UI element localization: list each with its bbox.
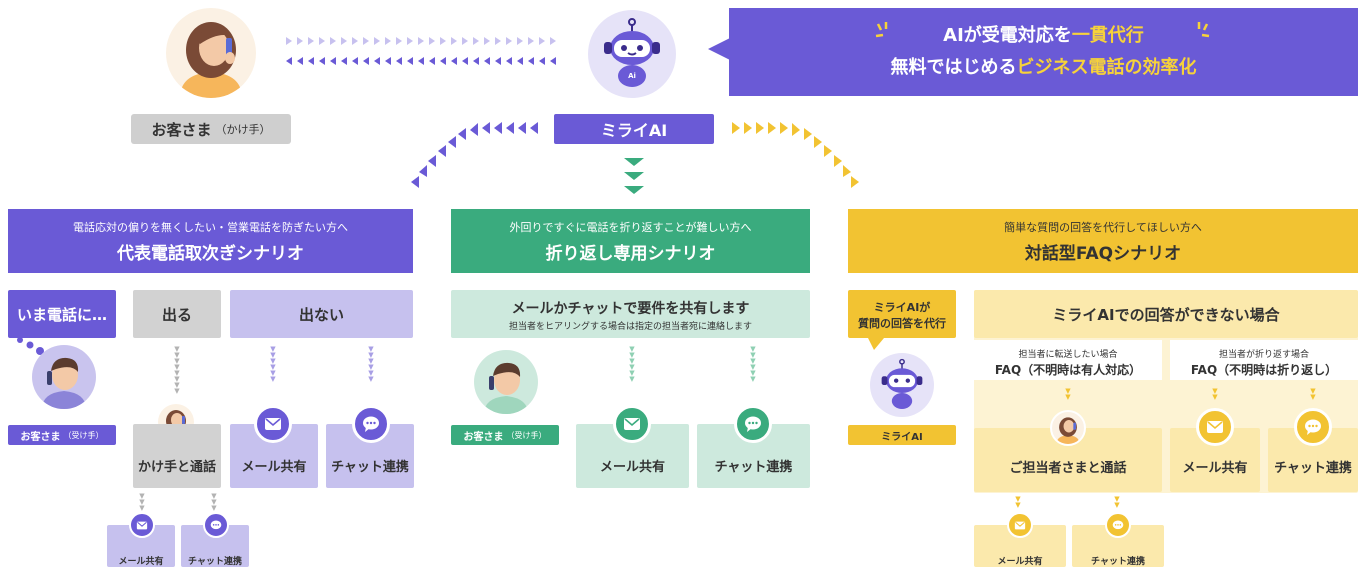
caller-label-sub: （かけ手） — [215, 123, 271, 136]
headline-line2: 無料ではじめるビジネス電話の効率化 — [729, 53, 1358, 83]
branch-arrows — [411, 122, 859, 194]
scenario-left-header: 電話応対の偏りを無くしたい・営業電話を防ぎたい方へ 代表電話取次ぎシナリオ — [8, 209, 413, 273]
callout-tail — [708, 38, 730, 60]
receiver-label-sub: （受け手） — [506, 430, 547, 440]
ai-answer-bubble-line2: 質問の回答を代行 — [858, 317, 946, 330]
mail-share-box: メール共有 — [230, 424, 318, 488]
scenario-left-title: 代表電話取次ぎシナリオ — [117, 243, 304, 264]
headline-callout: AIが受電対応を一貫代行 無料ではじめるビジネス電話の効率化 — [729, 8, 1358, 96]
caller-label: お客さま（かけ手） — [131, 114, 291, 144]
scenario-right-header: 簡単な質問の回答を代行してほしい方へ 対話型FAQシナリオ — [848, 209, 1358, 273]
sparkle-left-icon — [875, 22, 888, 38]
header-area: お客さま（かけ手） Ai ミライAI AIが受電対応を一貫代行 無料ではじめるビ… — [0, 0, 1366, 200]
ai-badge: Ai — [628, 72, 636, 80]
case-callback-note: 担当者が折り返す場合 — [1218, 350, 1309, 360]
receiver-label-sub: （受け手） — [63, 430, 104, 440]
flow-dots: ▼▼ — [1065, 387, 1071, 401]
chat-icon — [352, 405, 390, 443]
robot-icon — [870, 353, 934, 417]
man-phone-icon — [474, 350, 538, 414]
case-transfer-note: 担当者に転送したい場合 — [1018, 350, 1118, 360]
flow-dots: ▼▼▼ — [139, 492, 145, 512]
bubble-dots — [17, 337, 44, 355]
mail-icon — [613, 405, 651, 443]
case-transfer: 担当者に転送したい場合 FAQ（不明時は有人対応） — [974, 340, 1162, 380]
chat-icon — [1294, 408, 1332, 446]
mail-icon — [129, 512, 155, 538]
flow-dots: ▼▼▼▼▼▼ — [629, 345, 635, 383]
receiver-label-text: お客さま — [463, 431, 504, 443]
scenario-right-subtitle: 簡単な質問の回答を代行してほしい方へ — [1004, 220, 1202, 234]
flow-dots: ▼▼ — [1015, 495, 1021, 509]
ai-label: ミライAI — [554, 114, 714, 144]
receiver-label-text: お客さま — [20, 431, 61, 443]
ai-answer-bubble: ミライAIが 質問の回答を代行 — [848, 290, 956, 338]
receiver-label: お客さま（受け手） — [451, 425, 559, 445]
woman-phone-icon — [1050, 410, 1086, 446]
flow-dots: ▼▼ — [1212, 387, 1218, 401]
robot-icon: Ai — [588, 10, 676, 98]
call-status-bubble: いま電話に… — [8, 290, 116, 338]
chat-icon — [1105, 512, 1131, 538]
share-requirements-title: メールかチャットで要件を共有します — [511, 301, 750, 317]
caller-label-text: お客さま — [151, 120, 212, 139]
scenario-middle-subtitle: 外回りですぐに電話を折り返すことが難しい方へ — [509, 220, 752, 234]
case-callback: 担当者が折り返す場合 FAQ（不明時は折り返し） — [1170, 340, 1358, 380]
no-answer-box: 出ない — [230, 290, 413, 338]
case-transfer-title: FAQ（不明時は有人対応） — [994, 363, 1142, 377]
share-requirements-note: 担当者をヒアリングする場合は指定の担当者宛に連絡します — [508, 322, 752, 332]
sparkle-right-icon — [1197, 22, 1210, 38]
man-phone-icon — [32, 345, 96, 409]
headline-line1: AIが受電対応を一貫代行 — [729, 21, 1358, 51]
scenario-left-subtitle: 電話応対の偏りを無くしたい・営業電話を防ぎたい方へ — [73, 220, 348, 234]
scenario-middle-title: 折り返し専用シナリオ — [545, 243, 716, 264]
flow-dots: ▼▼▼▼▼▼ — [750, 345, 756, 383]
scenario-right-title: 対話型FAQシナリオ — [1024, 243, 1182, 264]
cannot-answer-title: ミライAIでの回答ができない場合 — [974, 290, 1358, 338]
headline-line2-text: 無料ではじめる — [890, 57, 1017, 78]
woman-phone-icon — [166, 8, 256, 98]
talk-with-caller-box: かけ手と通話 — [133, 424, 221, 488]
case-callback-title: FAQ（不明時は折り返し） — [1190, 363, 1338, 377]
scenario-middle-header: 外回りですぐに電話を折り返すことが難しい方へ 折り返し専用シナリオ — [451, 209, 810, 273]
flow-dots: ▼▼▼▼▼▼▼▼ — [174, 345, 180, 395]
ai-label-pill: ミライAI — [848, 425, 956, 445]
call-flow-arrows — [286, 37, 556, 65]
headline-line2-highlight: ビジネス電話の効率化 — [1016, 57, 1197, 78]
headline-line1-highlight: 一貫代行 — [1071, 25, 1144, 46]
flow-dots: ▼▼ — [1310, 387, 1316, 401]
flow-dots: ▼▼▼▼▼▼ — [368, 345, 374, 383]
receiver-label: お客さま（受け手） — [8, 425, 116, 445]
flow-dots: ▼▼▼▼▼▼ — [270, 345, 276, 383]
bubble-tail — [868, 338, 884, 350]
talk-with-staff-box: ご担当者さまと通話 — [974, 428, 1162, 492]
mail-icon — [1196, 408, 1234, 446]
flow-dots: ▼▼ — [1114, 495, 1120, 509]
mail-icon — [254, 405, 292, 443]
answer-box: 出る — [133, 290, 221, 338]
chat-icon — [734, 405, 772, 443]
chat-icon — [203, 512, 229, 538]
share-requirements-box: メールかチャットで要件を共有します 担当者をヒアリングする場合は指定の担当者宛に… — [451, 290, 810, 338]
mail-share-box: メール共有 — [1170, 428, 1260, 492]
flow-dots: ▼▼▼ — [211, 492, 217, 512]
mail-icon — [1007, 512, 1033, 538]
headline-line1-text: AIが受電対応を — [943, 25, 1072, 46]
ai-answer-bubble-line1: ミライAIが — [873, 301, 931, 314]
